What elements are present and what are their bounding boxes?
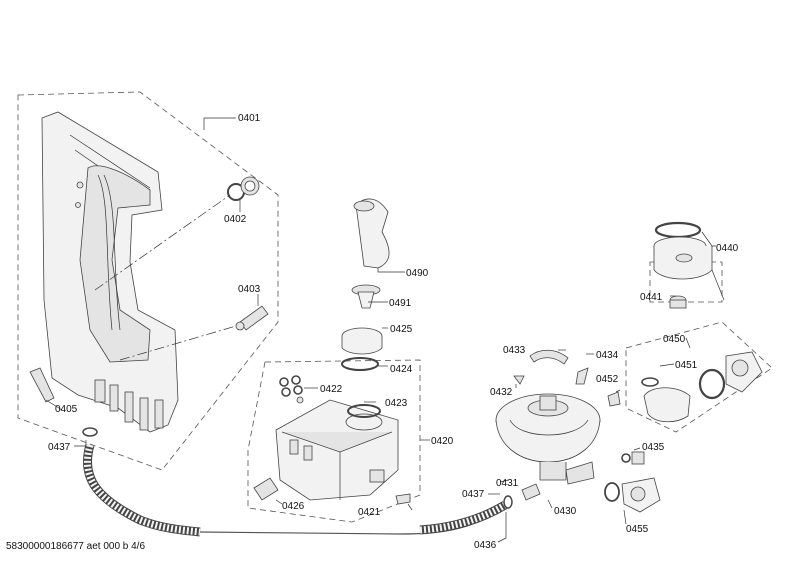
- cap-0491: [351, 284, 381, 309]
- document-code-footer: 58300000186677 aet 000 b 4/6: [6, 541, 146, 552]
- funnel-0490: [353, 198, 390, 269]
- label-0402: 0402: [224, 214, 247, 225]
- group-outline-0401: [17, 91, 279, 471]
- heater-ring-0440: [653, 221, 713, 280]
- cap-0441: [669, 295, 687, 309]
- sump-0430: [495, 393, 601, 485]
- label-0440: 0440: [716, 243, 739, 254]
- label-0423: 0423: [385, 398, 408, 409]
- label-0403: 0403: [238, 284, 261, 295]
- filter-0425: [341, 327, 383, 355]
- label-0432: 0432: [490, 387, 513, 398]
- group-outline-0420: [247, 359, 421, 523]
- label-0431: 0431: [496, 478, 519, 489]
- label-0421: 0421: [358, 507, 381, 518]
- seals-0422: [279, 375, 304, 404]
- hose-0437-left: [82, 427, 201, 537]
- label-0436: 0436: [474, 540, 497, 551]
- screw-0403: [235, 305, 269, 331]
- seal-0424: [341, 357, 379, 371]
- check-valve-0452: [607, 391, 621, 407]
- label-0437-right: 0437: [462, 489, 485, 500]
- label-0441: 0441: [640, 292, 663, 303]
- rings-0402: [227, 176, 260, 201]
- label-0437-left: 0437: [48, 442, 71, 453]
- group-outline-0450: [625, 321, 773, 433]
- seal-0451: [641, 368, 726, 423]
- label-0434: 0434: [596, 350, 619, 361]
- clip-0421: [395, 493, 411, 505]
- cover-0433: [529, 349, 569, 365]
- label-0422: 0422: [320, 384, 343, 395]
- label-0491: 0491: [389, 298, 412, 309]
- label-0452: 0452: [596, 374, 619, 385]
- label-0433: 0433: [503, 345, 526, 356]
- label-0450: 0450: [663, 334, 686, 345]
- label-0420: 0420: [431, 436, 454, 447]
- sensor-0435: [621, 451, 645, 465]
- connector-0431: [521, 483, 541, 501]
- label-0490: 0490: [406, 268, 429, 279]
- pump-0450: [725, 351, 763, 393]
- label-0401: 0401: [238, 113, 261, 124]
- valve-0426: [253, 477, 279, 501]
- label-0451: 0451: [675, 360, 698, 371]
- side-panel-0401: [29, 111, 179, 433]
- label-0430: 0430: [554, 506, 577, 517]
- label-0455: 0455: [626, 524, 649, 535]
- label-0405: 0405: [55, 404, 78, 415]
- label-0424: 0424: [390, 364, 413, 375]
- label-0426: 0426: [282, 501, 305, 512]
- clip-0434: [575, 367, 589, 385]
- label-0425: 0425: [390, 324, 413, 335]
- hose-0436: [199, 495, 513, 535]
- pump-0455: [604, 477, 661, 513]
- label-0435: 0435: [642, 442, 665, 453]
- screw-0432: [513, 375, 525, 385]
- water-softener-0420: [275, 399, 399, 501]
